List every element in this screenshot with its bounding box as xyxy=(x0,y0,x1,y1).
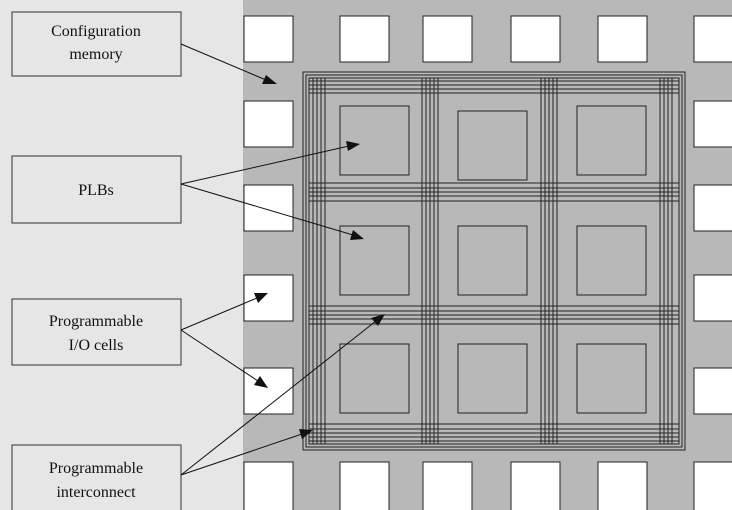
io-cell xyxy=(693,184,732,232)
io-cell xyxy=(243,461,294,510)
io-cells-right xyxy=(693,100,732,415)
plb-block xyxy=(576,105,647,176)
label-programmable-interconnect: Programmable interconnect xyxy=(11,444,182,510)
io-cell xyxy=(597,461,648,510)
plb-block xyxy=(576,225,647,296)
io-label-line2: I/O cells xyxy=(69,337,124,354)
io-cell xyxy=(693,15,732,63)
arrow-plb-1 xyxy=(180,145,350,185)
io-cell xyxy=(693,100,732,148)
arrow-io-1 xyxy=(180,297,258,331)
plb-block xyxy=(457,110,528,181)
io-cell xyxy=(339,461,390,510)
io-label-line1: Programmable xyxy=(49,313,143,330)
arrow-interconnect-2 xyxy=(180,433,303,476)
io-cell xyxy=(422,461,473,510)
interconnect-horizontal xyxy=(309,80,679,442)
io-cell xyxy=(510,461,561,510)
io-cell xyxy=(243,15,294,63)
plb-block xyxy=(457,343,528,414)
callout-arrows xyxy=(180,43,385,476)
plb-block xyxy=(339,105,410,176)
io-cell xyxy=(243,367,294,415)
io-cells-top xyxy=(243,15,732,63)
config-label-line1: Configuration xyxy=(51,23,141,40)
plb-block xyxy=(339,225,410,296)
io-cell xyxy=(510,15,561,63)
label-plbs: PLBs xyxy=(11,155,182,224)
interconnect-label-line2: interconnect xyxy=(56,484,136,501)
plb-block xyxy=(339,343,410,414)
plb-block xyxy=(576,343,647,414)
interconnect-label-line1: Programmable xyxy=(49,460,143,477)
label-configuration-memory: Configuration memory xyxy=(11,11,182,77)
io-cells-bottom xyxy=(243,461,732,510)
label-programmable-io: Programmable I/O cells xyxy=(11,298,182,366)
io-cell xyxy=(339,15,390,63)
io-cell xyxy=(243,100,294,148)
io-cell xyxy=(693,461,732,510)
arrow-interconnect-1 xyxy=(180,320,377,476)
plb-grid xyxy=(326,94,659,423)
io-cell xyxy=(243,184,294,232)
io-cell xyxy=(693,274,732,322)
plbs-label: PLBs xyxy=(78,182,114,199)
interconnect-vertical xyxy=(312,78,673,444)
io-cells-left xyxy=(243,100,294,415)
arrow-plb-2 xyxy=(180,183,354,236)
io-cell xyxy=(693,367,732,415)
io-cell xyxy=(597,15,648,63)
config-label-line2: memory xyxy=(69,46,122,63)
arrow-config-memory xyxy=(180,43,267,81)
plb-block xyxy=(457,225,528,296)
arrow-io-2 xyxy=(180,329,259,382)
io-cell xyxy=(422,15,473,63)
io-cell xyxy=(243,274,294,322)
core-frame xyxy=(302,71,686,451)
